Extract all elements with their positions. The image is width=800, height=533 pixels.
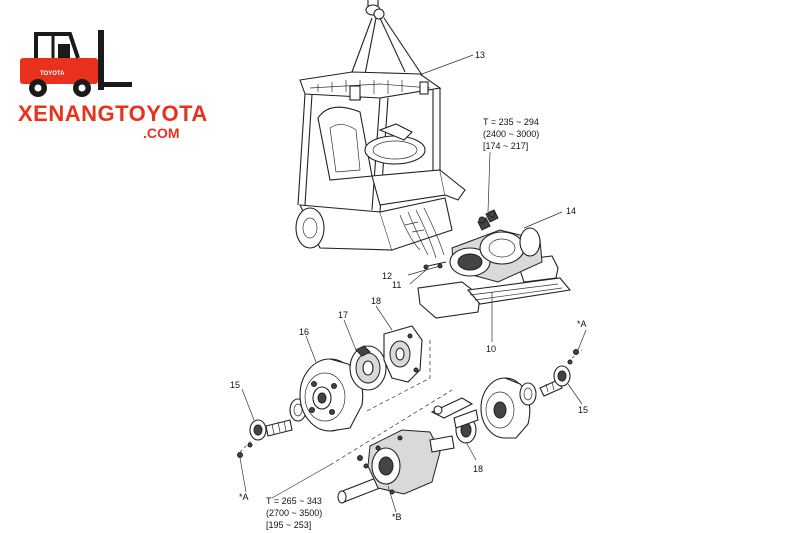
part-18-upper-bracket — [383, 325, 423, 383]
right-brake-drum — [480, 377, 537, 439]
callout-18-lower: 18 — [473, 464, 483, 474]
callout-15-right: 15 — [578, 405, 588, 415]
forklift-logo-icon: TOYOTA — [20, 30, 132, 97]
logo-badge-text: TOYOTA — [40, 71, 65, 77]
callout-17: 17 — [338, 310, 348, 320]
part-18-lower — [430, 397, 479, 444]
drive-axle-assembly — [417, 209, 572, 319]
leader-lines — [239, 54, 587, 513]
axle-housing-lower — [337, 429, 455, 504]
callout-14: 14 — [566, 206, 576, 216]
brand-name: XENANGTOYOTA — [18, 101, 208, 126]
torque-1-line-3: [174 ~ 217] — [483, 141, 528, 151]
callout-16: 16 — [299, 327, 309, 337]
callout-10: 10 — [486, 344, 496, 354]
callout-11: 11 — [392, 280, 401, 290]
torque-1-line-2: (2400 ~ 3000) — [483, 129, 539, 139]
part-15-left — [237, 419, 293, 458]
torque-2-line-3: [195 ~ 253] — [266, 520, 311, 530]
brand-logo: TOYOTA XENANGTOYOTA .COM — [18, 30, 208, 141]
callout-15-left: 15 — [230, 380, 240, 390]
forklift-truck — [295, 71, 466, 259]
ref-b: *B — [392, 512, 402, 522]
torque-2-line-1: T = 265 ~ 343 — [266, 496, 322, 506]
torque-2-line-2: (2700 ~ 3500) — [266, 508, 322, 518]
callout-13: 13 — [475, 50, 485, 60]
brand-domain: .COM — [143, 125, 180, 141]
torque-1-line-1: T = 235 ~ 294 — [483, 117, 539, 127]
ref-a-right: *A — [577, 319, 587, 329]
callout-labels: 13 14 12 11 10 16 17 18 15 18 15 *A *A *… — [230, 50, 588, 530]
ref-a-left: *A — [239, 492, 249, 502]
lifting-hook — [351, 0, 433, 101]
callout-12: 12 — [382, 271, 392, 281]
part-17-brake-assembly — [349, 345, 387, 391]
part-15-right — [539, 349, 579, 397]
callout-18-upper: 18 — [371, 296, 381, 306]
